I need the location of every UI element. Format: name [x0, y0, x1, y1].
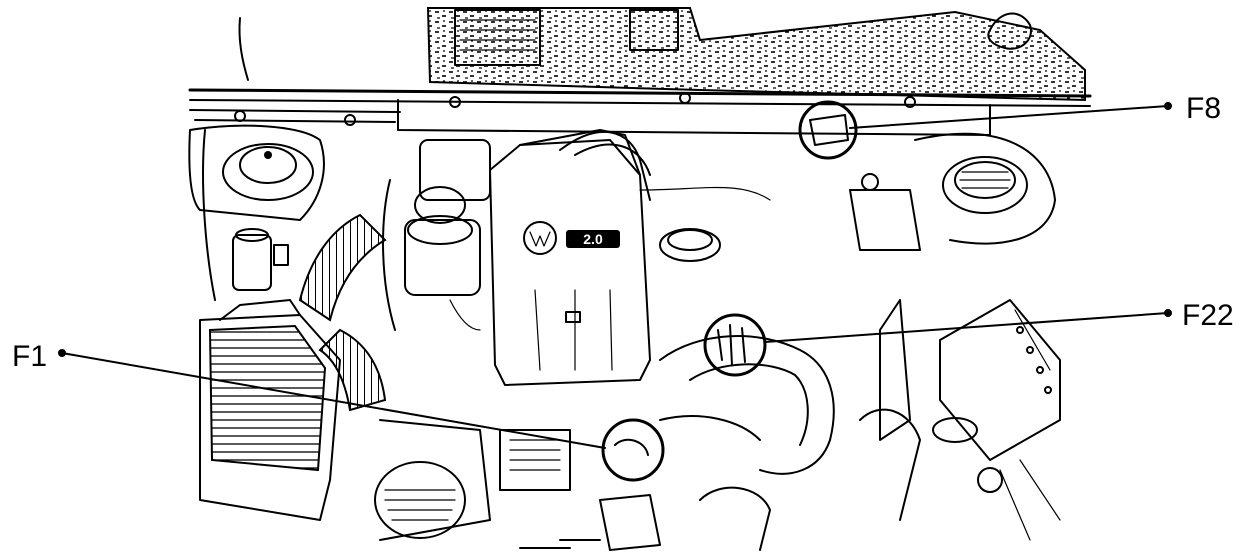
- highlight-circles: [601, 100, 858, 482]
- washer-reservoir: [232, 228, 289, 291]
- callout-f1: F1: [12, 340, 47, 373]
- alternator: [374, 429, 571, 539]
- f22-highlight-circle: [703, 313, 767, 377]
- throttle-body: [382, 139, 491, 331]
- left-strut-tower: [188, 124, 325, 301]
- intake-runners: [659, 335, 835, 475]
- f8-leader-dot: [1164, 102, 1172, 110]
- battery-box: [199, 299, 341, 521]
- f8-highlight-circle: [798, 100, 858, 160]
- engine-cover: 2.0: [489, 129, 651, 386]
- air-intake-hose: [298, 213, 387, 412]
- f22-leader-dot: [1164, 309, 1172, 317]
- cowl-lines: [188, 88, 1092, 136]
- f8-leader-line: [849, 105, 1169, 129]
- coolant-reservoir: [849, 132, 1056, 251]
- f1-highlight-circle: [601, 418, 665, 482]
- lower-hardware: [379, 299, 1061, 551]
- callout-f8: F8: [1186, 92, 1221, 125]
- hood-panel: [238, 7, 1086, 102]
- right-battery: [932, 299, 1061, 461]
- callout-f22: F22: [1182, 299, 1234, 332]
- ignition-leads: [559, 131, 771, 201]
- f22-leader-line: [764, 312, 1169, 343]
- f1-leader-line: [61, 352, 606, 449]
- f1-leader-dot: [58, 349, 66, 357]
- callout-leaders: [58, 102, 1172, 449]
- oil-filler-cap: [659, 228, 721, 262]
- engine-size-badge: 2.0: [583, 231, 603, 247]
